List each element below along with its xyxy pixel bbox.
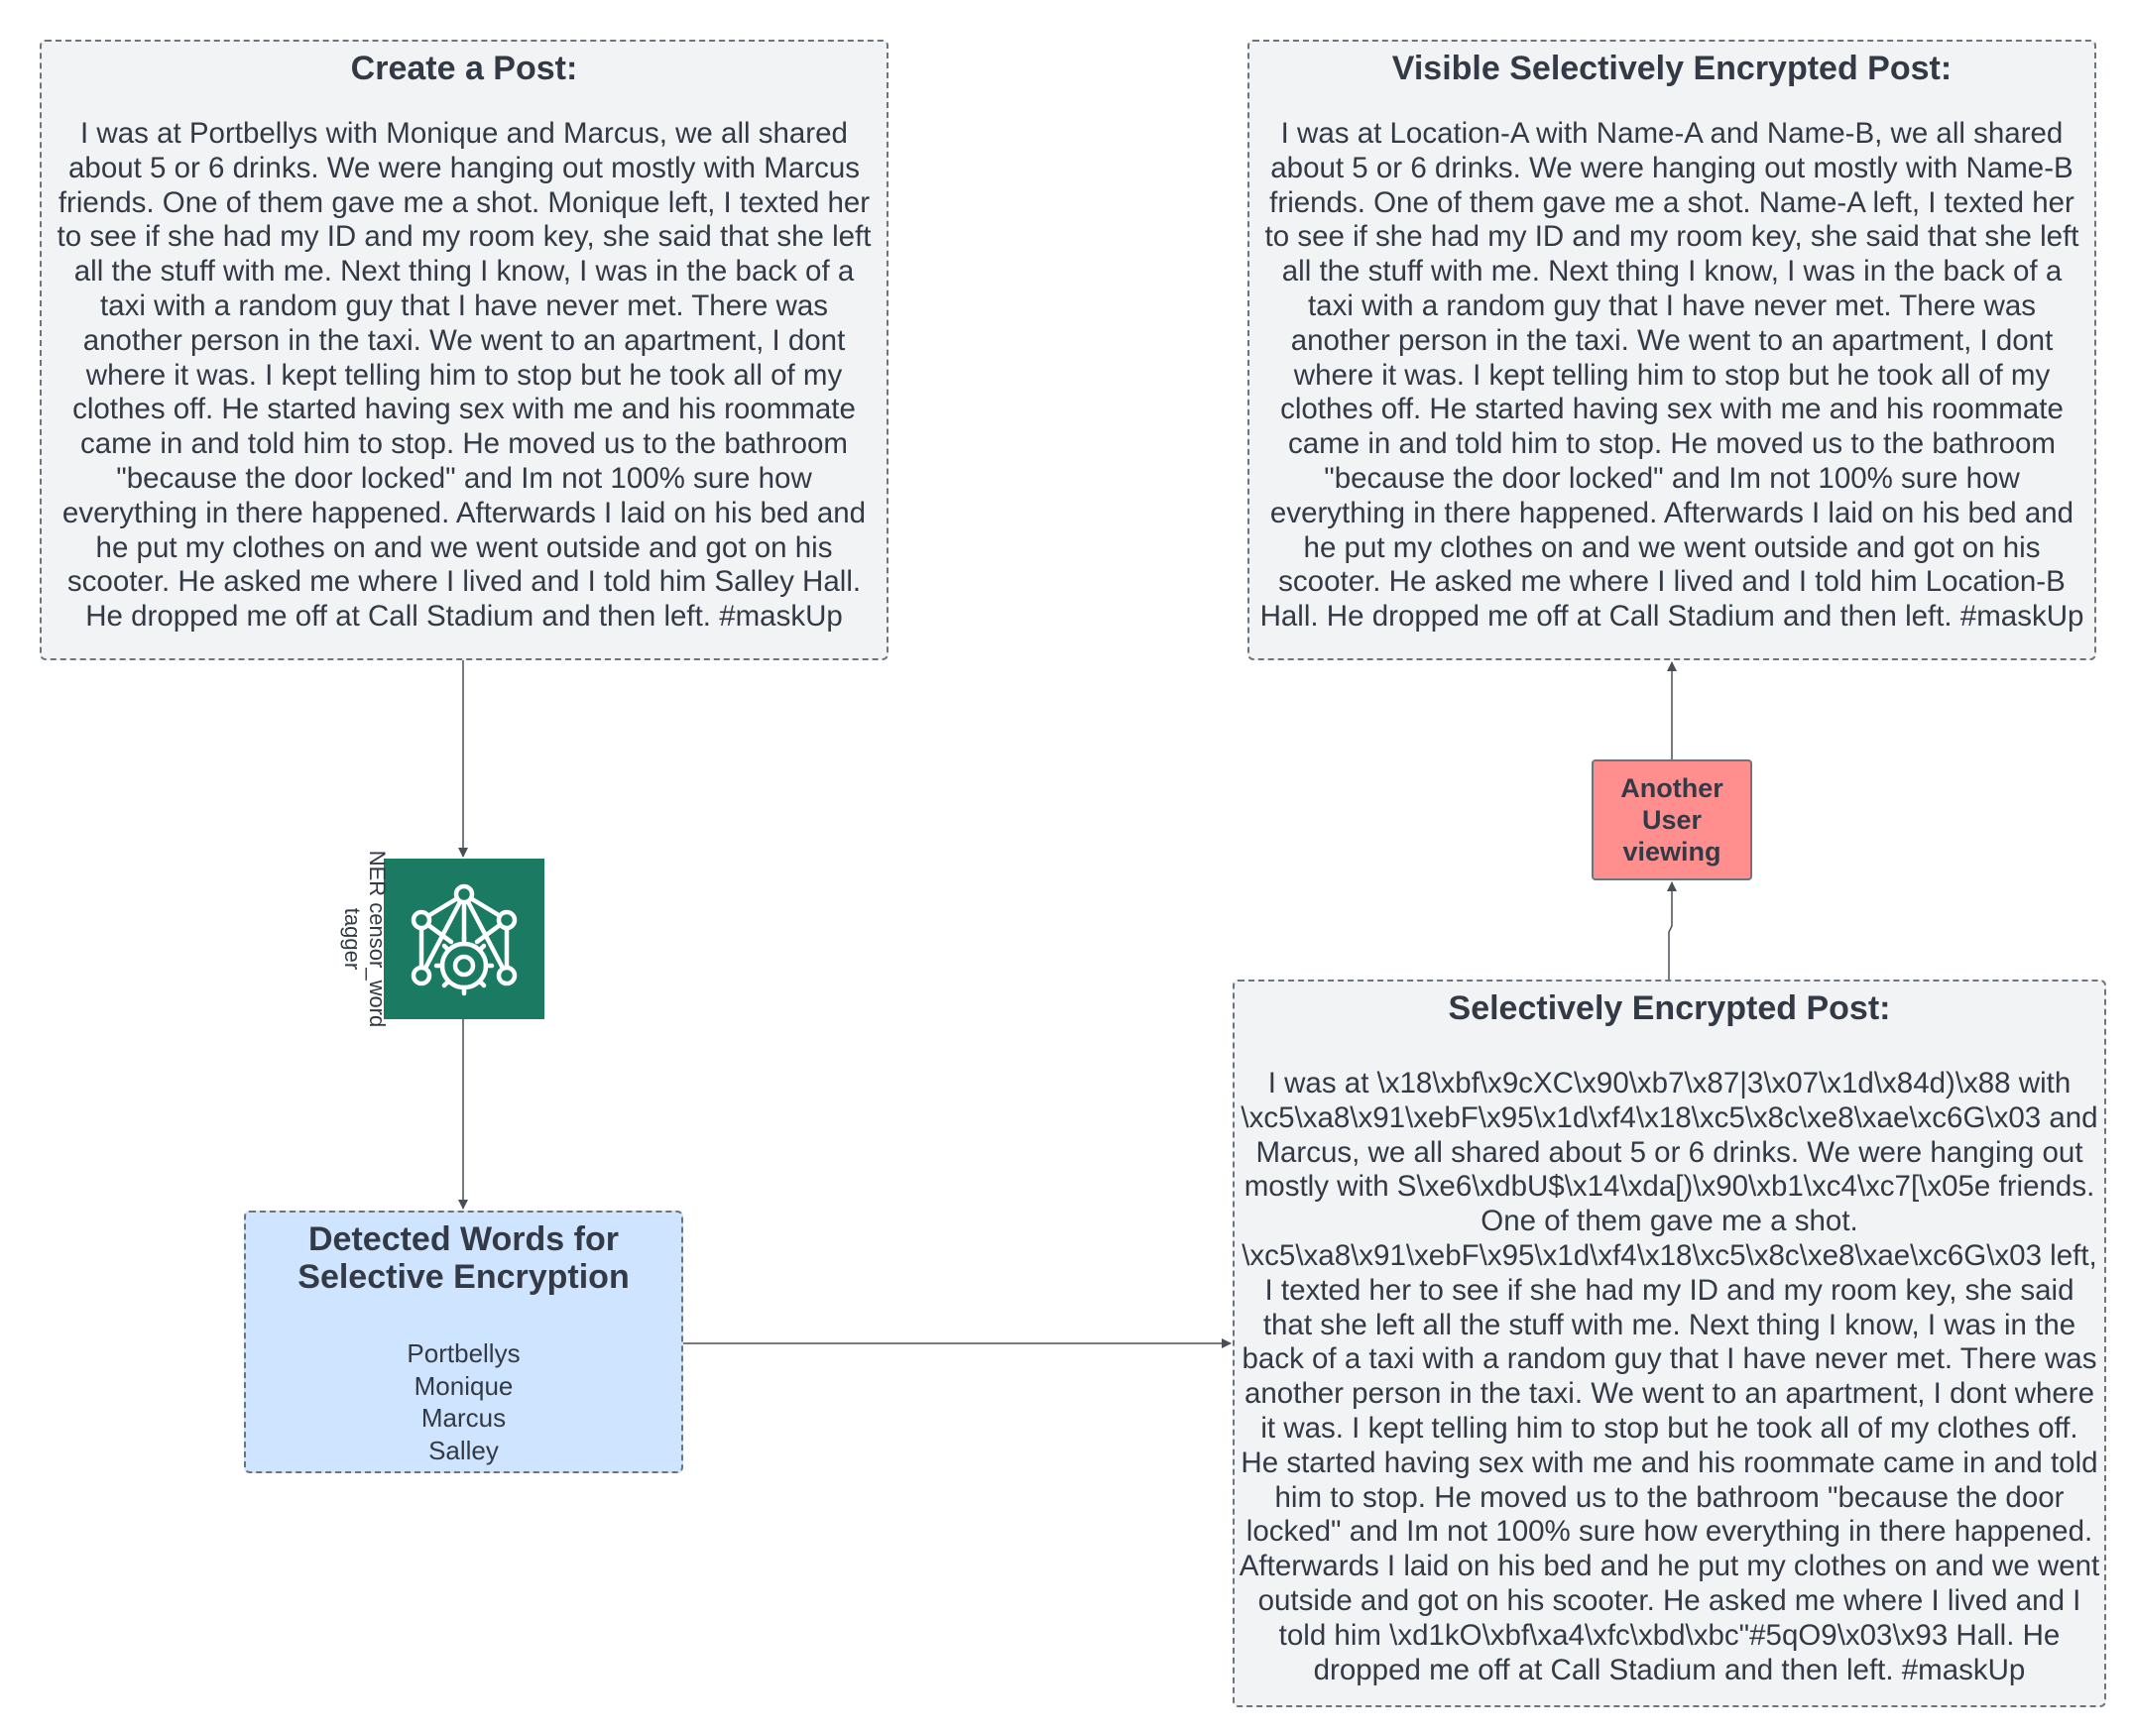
detected-words-list: Portbellys Monique Marcus Salley — [246, 1337, 681, 1466]
detected-word: Marcus — [420, 1403, 507, 1433]
selectively-encrypted-post-title: Selectively Encrypted Post: — [1448, 989, 1891, 1027]
arrow-encrypted-to-viewer — [1667, 881, 1677, 980]
visible-encrypted-post-title: Visible Selectively Encrypted Post: — [1391, 50, 1953, 87]
detected-word: Monique — [414, 1370, 514, 1401]
ner-tagger-label: NER censor_word tagger — [340, 850, 390, 1028]
detected-words-box: Detected Words for Selective Encryption … — [244, 1211, 683, 1473]
another-user-viewing-node: Another User viewing — [1592, 759, 1752, 880]
visible-encrypted-post-box: Visible Selectively Encrypted Post: I wa… — [1247, 40, 2096, 660]
selectively-encrypted-post-body: I was at \x18\xbf\x9cXC\x90\xb7\x87|3\x0… — [1239, 1067, 2100, 1686]
another-user-viewing-label: Another User viewing — [1620, 773, 1723, 867]
create-post-body: I was at Portbellys with Monique and Mar… — [57, 117, 872, 634]
create-post-title: Create a Post: — [350, 50, 578, 87]
detected-words-title: Detected Words for Selective Encryption — [297, 1220, 630, 1296]
selectively-encrypted-post-box: Selectively Encrypted Post: I was at \x1… — [1233, 980, 2106, 1707]
detected-word: Salley — [428, 1435, 499, 1465]
create-post-box: Create a Post: I was at Portbellys with … — [40, 40, 888, 660]
visible-encrypted-post-body: I was at Location-A with Name-A and Name… — [1259, 117, 2084, 634]
ner-tagger-node — [384, 859, 544, 1019]
detected-word: Portbellys — [407, 1338, 521, 1368]
neural-network-gear-icon — [411, 883, 518, 996]
